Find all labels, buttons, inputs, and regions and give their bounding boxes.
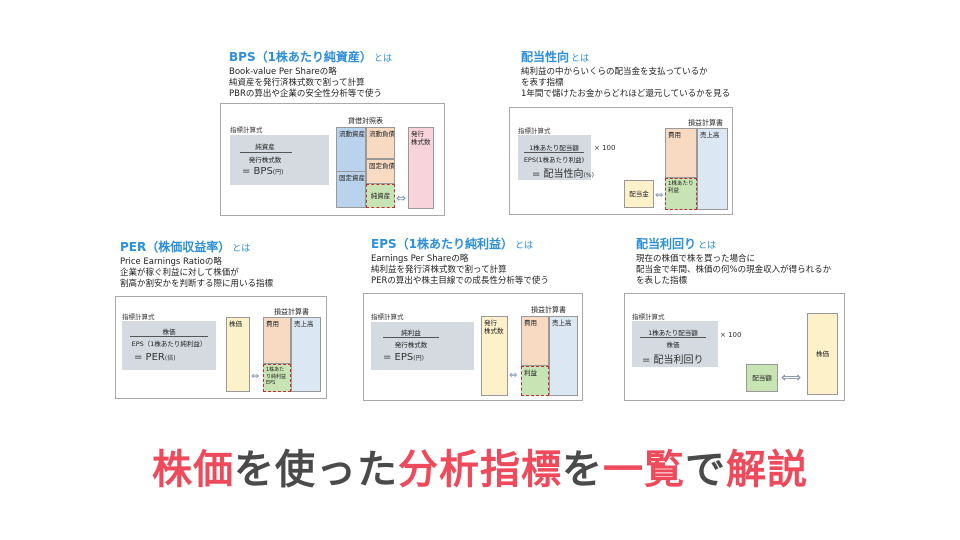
- double-arrow-icon: ⇔: [396, 191, 407, 205]
- eps-desc-2: 純利益を発行済株式数で割って計算: [371, 265, 507, 275]
- formula-label: 指標計算式: [518, 127, 551, 135]
- formula-result: = EPS(円): [383, 352, 424, 363]
- per-title: PER（株価収益率）とは: [120, 240, 251, 254]
- numerator: 株価: [162, 328, 176, 336]
- formula-label: 指標計算式: [230, 126, 263, 134]
- per-section: PER（株価収益率）とは Price Earnings Ratioの略 企業が稼…: [120, 240, 273, 290]
- payout-section: 配当性向とは 純利益の中からいくらの配当金を支払っているか を表す指標 1年間で…: [521, 50, 730, 100]
- double-arrow-icon: ⇔: [655, 190, 664, 201]
- chart-title: 貸借対照表: [348, 117, 383, 125]
- cost-block: 費用: [263, 317, 291, 364]
- profit-block: 利益: [521, 366, 549, 396]
- fixed-liabilities-block: 固定負債: [366, 159, 395, 184]
- eps-desc-3: PERの算出や株主目線での成長性分析等で使う: [371, 276, 549, 286]
- sales-block: 売上高: [697, 128, 728, 210]
- chart-title: 損益計算書: [688, 119, 723, 127]
- numerator: 純利益: [401, 329, 421, 337]
- yield-desc-2: 配当金で年間、株価の何%の現金収入が得られるか: [636, 265, 832, 275]
- eps-panel: 指標計算式 純利益 発行株式数 = EPS(円) 発行 株式数 損益計算書 費用…: [363, 293, 583, 401]
- formula-result: = PER(倍): [134, 352, 176, 363]
- cost-block: 費用: [665, 128, 697, 178]
- per-desc-2: 企業が稼ぐ利益に対して株価が: [120, 268, 239, 278]
- per-desc-1: Price Earnings Ratioの略: [120, 257, 222, 267]
- fixed-assets-block: 固定資産: [336, 171, 366, 208]
- times-100: × 100: [594, 144, 616, 152]
- denominator: 発行株式数: [248, 156, 282, 164]
- formula-box: 1株あたり配当額 株価 = 配当利回り: [632, 321, 718, 367]
- eps-title: EPS（1株あたり純利益）とは: [371, 237, 534, 251]
- eps-block: 1株あた り純利益 EPS: [263, 364, 291, 392]
- yield-panel: 指標計算式 1株あたり配当額 株価 = 配当利回り × 100 配当額 ⟺ 株価: [624, 293, 845, 401]
- yield-title: 配当利回りとは: [636, 237, 717, 251]
- yield-desc-3: を表した指標: [636, 276, 688, 286]
- bps-section: BPS（1株あたり純資産）とは Book-value Per Shareの略 純…: [229, 50, 392, 100]
- denominator: 株価: [666, 341, 680, 349]
- formula-box: 株価 EPS（1株あたり純利益） = PER(倍): [122, 321, 216, 370]
- double-arrow-icon: ⇔: [251, 371, 260, 382]
- formula-label: 指標計算式: [632, 313, 665, 321]
- payout-desc-1: 純利益の中からいくらの配当金を支払っているか: [521, 67, 708, 77]
- yield-desc-1: 現在の株価で株を買った場合に: [636, 254, 756, 264]
- cost-block: 費用: [521, 316, 549, 366]
- profit-block: 1株あたり 利益: [665, 178, 697, 210]
- numerator: 純資産: [255, 143, 275, 151]
- yield-section: 配当利回りとは 現在の株価で株を買った場合に 配当金で年間、株価の何%の現金収入…: [636, 237, 831, 287]
- formula-box: 純資産 発行株式数 = BPS(円): [230, 135, 329, 185]
- eps-desc-1: Earnings Per Shareの略: [371, 254, 469, 264]
- payout-desc-3: 1年間で儲けたお金からどれほど還元しているかを見る: [521, 89, 731, 99]
- formula-box: 1株あたり配当額 EPS(1株あたり利益) = 配当性向(%): [518, 135, 594, 180]
- formula-box: 純利益 発行株式数 = EPS(円): [371, 322, 474, 370]
- chart-title: 損益計算書: [274, 308, 309, 316]
- denominator: EPS(1株あたり利益): [523, 156, 585, 164]
- formula-result: = BPS(円): [242, 166, 284, 177]
- net-assets-block: 純資産: [366, 184, 395, 208]
- page-headline: 株価を使った分析指標を一覧で解説: [152, 447, 808, 493]
- payout-panel: 指標計算式 1株あたり配当額 EPS(1株あたり利益) = 配当性向(%) × …: [509, 107, 733, 215]
- formula-label: 指標計算式: [122, 313, 155, 321]
- numerator: 1株あたり配当額: [648, 329, 698, 337]
- eps-section: EPS（1株あたり純利益）とは Earnings Per Shareの略 純利益…: [371, 237, 549, 287]
- dividend-block: 配当額: [746, 364, 778, 392]
- denominator: EPS（1株あたり純利益）: [131, 340, 207, 348]
- bps-desc-1: Book-value Per Shareの略: [229, 67, 337, 77]
- double-arrow-icon: ⟺: [781, 370, 802, 386]
- double-arrow-icon: ⇔: [509, 370, 518, 381]
- bps-desc-2: 純資産を発行済株式数で割って計算: [229, 78, 365, 88]
- numerator: 1株あたり配当額: [529, 144, 579, 152]
- bps-panel: 指標計算式 純資産 発行株式数 = BPS(円) 貸借対照表 流動資産 流動負債…: [220, 103, 445, 216]
- bps-desc-3: PBRの算出や企業の安全性分析等で使う: [229, 89, 382, 99]
- sales-block: 売上高: [291, 317, 321, 392]
- per-desc-3: 割高か割安かを判断する際に用いる指標: [120, 279, 274, 289]
- current-liabilities-block: 流動負債: [366, 127, 395, 159]
- current-assets-block: 流動資産: [336, 127, 366, 177]
- dividend-block: 配当金: [624, 180, 654, 208]
- payout-title: 配当性向とは: [521, 50, 590, 64]
- payout-desc-2: を表す指標: [521, 78, 564, 88]
- bps-title: BPS（1株あたり純資産）とは: [229, 50, 392, 64]
- formula-label: 指標計算式: [371, 313, 404, 321]
- denominator: 発行株式数: [394, 341, 428, 349]
- shares-block: 発行 株式数: [408, 127, 434, 209]
- price-block: 株価: [807, 313, 838, 395]
- per-panel: 指標計算式 株価 EPS（1株あたり純利益） = PER(倍) 株価 損益計算書…: [115, 296, 327, 399]
- formula-result: = 配当利回り: [642, 355, 704, 366]
- shares-block: 発行 株式数: [481, 316, 508, 396]
- sales-block: 売上高: [549, 316, 578, 396]
- price-block: 株価: [226, 317, 250, 392]
- times-100: × 100: [720, 331, 742, 339]
- chart-title: 損益計算書: [531, 306, 566, 314]
- formula-result: = 配当性向(%): [532, 169, 594, 180]
